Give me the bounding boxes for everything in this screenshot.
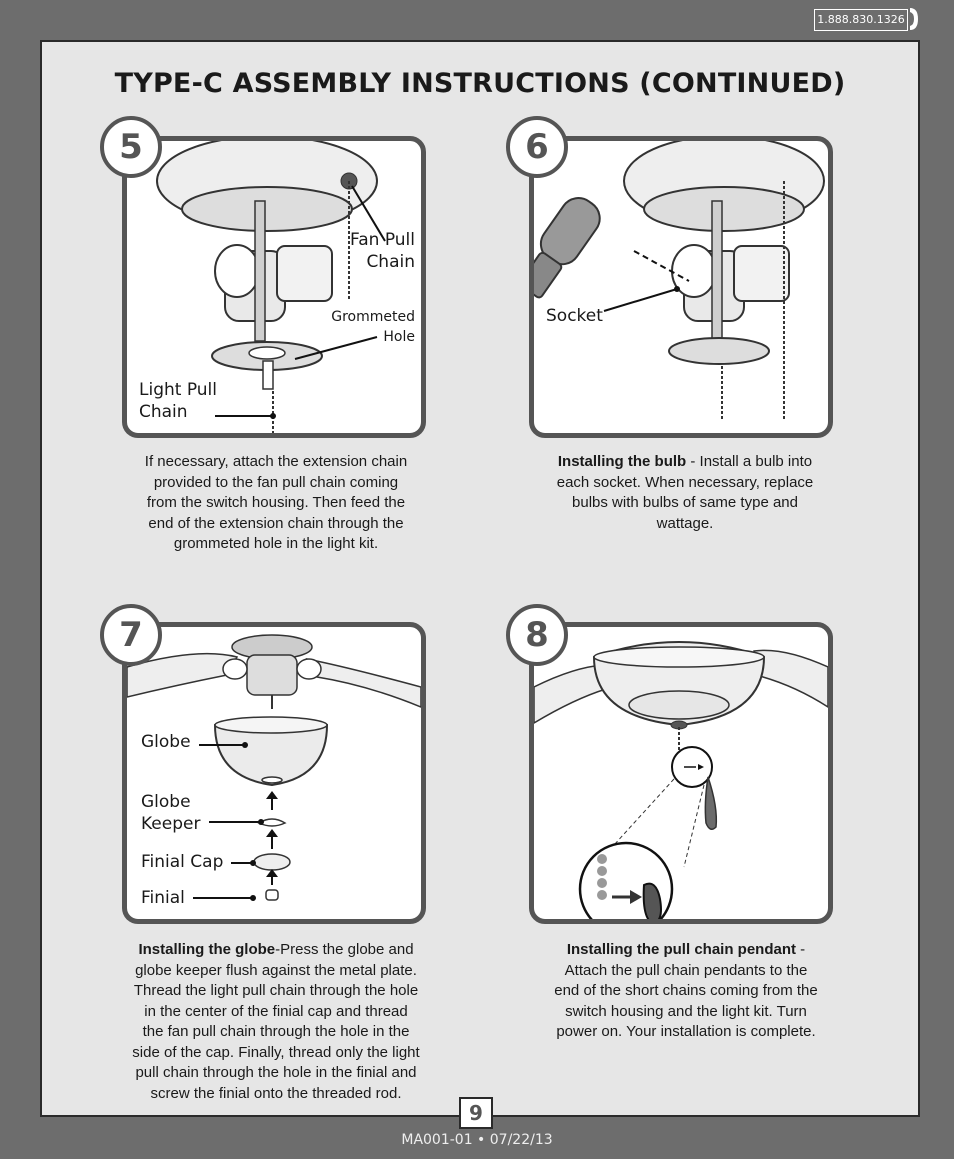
caption-line: provided to the fan pull chain coming (110, 473, 442, 494)
caption-line: end of the short chains coming from the (516, 981, 856, 1002)
caption-line: the fan pull chain through the hole in t… (106, 1022, 446, 1043)
finial-label: Finial (141, 887, 185, 909)
caption-text: - (796, 941, 805, 958)
step-7-badge: 7 (100, 604, 162, 666)
caption-line: each socket. When necessary, replace (524, 473, 846, 494)
globe-assembly-drawing (127, 627, 421, 919)
label-line: Fan Pull (337, 229, 415, 251)
document-code: MA001-01 • 07/22/13 (0, 1132, 954, 1148)
caption-line: screw the finial onto the threaded rod. (106, 1084, 446, 1105)
globe-keeper-label: Globe Keeper (141, 791, 200, 835)
label-line: Hole (317, 327, 415, 347)
caption-line: grommeted hole in the light kit. (110, 534, 442, 555)
step-6-illustration: Socket (529, 136, 833, 438)
caption-bold: Installing the globe (138, 941, 275, 958)
caption-line: from the switch housing. Then feed the (110, 493, 442, 514)
step-5-badge: 5 (100, 116, 162, 178)
step-7-illustration: Globe Globe Keeper Finial Cap Finial (122, 622, 426, 924)
caption-bold: Installing the pull chain pendant (567, 941, 796, 958)
caption-line: Installing the pull chain pendant - (516, 940, 856, 961)
caption-line: side of the cap. Finally, thread only th… (106, 1043, 446, 1064)
caption-line: Installing the bulb - Install a bulb int… (524, 452, 846, 473)
label-line: Chain (337, 251, 415, 273)
caption-line: Attach the pull chain pendants to the (516, 961, 856, 982)
instruction-sheet: TYPE-C ASSEMBLY INSTRUCTIONS (CONTINUED)… (40, 40, 920, 1117)
globe-label: Globe (141, 731, 191, 753)
grommeted-hole-label: Grommeted Hole (317, 307, 415, 347)
caption-line: bulbs with bulbs of same type and (524, 493, 846, 514)
step-6-caption: Installing the bulb - Install a bulb int… (524, 452, 846, 534)
caption-line: Thread the light pull chain through the … (106, 981, 446, 1002)
caption-line: switch housing and the light kit. Turn (516, 1002, 856, 1023)
label-line: Light Pull (139, 379, 217, 401)
step-8-illustration (529, 622, 833, 924)
step-5-caption: If necessary, attach the extension chain… (110, 452, 442, 555)
step-8-badge: 8 (506, 604, 568, 666)
label-line: Keeper (141, 813, 200, 835)
caption-line: wattage. (524, 514, 846, 535)
step-6-badge: 6 (506, 116, 568, 178)
caption-line: If necessary, attach the extension chain (110, 452, 442, 473)
finial-cap-label: Finial Cap (141, 851, 223, 873)
label-line: Globe (141, 791, 200, 813)
caption-line: pull chain through the hole in the finia… (106, 1063, 446, 1084)
step-8-caption: Installing the pull chain pendant - Atta… (516, 940, 856, 1043)
caption-text: -Press the globe and (275, 941, 413, 958)
label-line: Grommeted (317, 307, 415, 327)
label-line: Chain (139, 401, 217, 423)
step-5-illustration: Fan Pull Chain Grommeted Hole Light Pull… (122, 136, 426, 438)
socket-label: Socket (546, 305, 603, 327)
bulb-socket-drawing (534, 141, 828, 433)
page-title: TYPE-C ASSEMBLY INSTRUCTIONS (CONTINUED) (42, 68, 918, 99)
caption-bold: Installing the bulb (558, 453, 686, 470)
phone-number: 1.888.830.1326 (814, 9, 908, 31)
caption-line: Installing the globe-Press the globe and (106, 940, 446, 961)
phone-icon (906, 6, 920, 32)
step-7-caption: Installing the globe-Press the globe and… (106, 940, 446, 1104)
caption-line: globe keeper flush against the metal pla… (106, 961, 446, 982)
pull-chain-pendant-drawing (534, 627, 828, 919)
caption-line: power on. Your installation is complete. (516, 1022, 856, 1043)
fan-pull-chain-label: Fan Pull Chain (337, 229, 415, 273)
caption-line: in the center of the finial cap and thre… (106, 1002, 446, 1023)
caption-line: end of the extension chain through the (110, 514, 442, 535)
caption-text: - Install a bulb into (686, 453, 812, 470)
page-number: 9 (459, 1097, 493, 1129)
light-pull-chain-label: Light Pull Chain (139, 379, 217, 423)
